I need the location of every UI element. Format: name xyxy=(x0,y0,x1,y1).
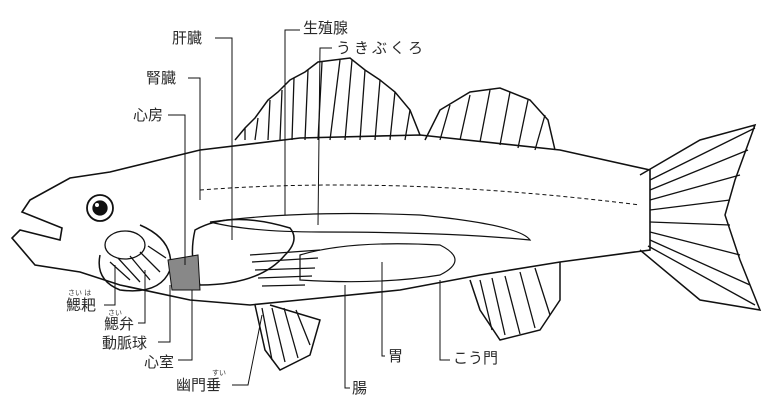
fish-body-outline xyxy=(10,134,651,306)
leader-lines xyxy=(104,29,450,389)
label-anus: こう門 xyxy=(453,349,499,367)
label-liver: 肝臓 xyxy=(172,29,203,47)
pyloric-caeca xyxy=(249,249,321,287)
caudal-fin xyxy=(639,123,762,311)
label-ventricle: 心室 xyxy=(144,353,175,371)
label-gill-filaments: 鰓弁 xyxy=(104,315,135,333)
ruby-gill-filaments: さい xyxy=(108,309,122,317)
label-pyloric-caeca: 幽門垂 xyxy=(176,376,222,394)
liver xyxy=(191,218,295,286)
label-bulbus-arteriosus: 動脈球 xyxy=(102,334,148,352)
ruby-pyloric-caeca: すい xyxy=(212,369,226,377)
dorsal-soft-fin xyxy=(424,87,556,151)
ruby-gill-rakers: さい は xyxy=(68,289,92,297)
swim-bladder xyxy=(209,212,532,241)
label-kidney: 腎臓 xyxy=(146,69,177,87)
eye xyxy=(86,194,114,222)
ventral-fin xyxy=(254,304,321,371)
gill xyxy=(98,224,172,292)
heart xyxy=(167,254,201,291)
stomach xyxy=(299,243,456,283)
label-gill-rakers: 鰓耙 xyxy=(66,296,97,314)
label-atrium: 心房 xyxy=(133,106,164,124)
dorsal-spiny-fin xyxy=(234,57,421,141)
lateral-line xyxy=(199,184,641,206)
anal-fin xyxy=(469,262,561,341)
label-intestine: 腸 xyxy=(352,379,368,397)
label-stomach: 胃 xyxy=(388,347,404,365)
label-swim-bladder: うきぶくろ xyxy=(336,39,427,57)
label-gonad: 生殖腺 xyxy=(303,19,349,37)
